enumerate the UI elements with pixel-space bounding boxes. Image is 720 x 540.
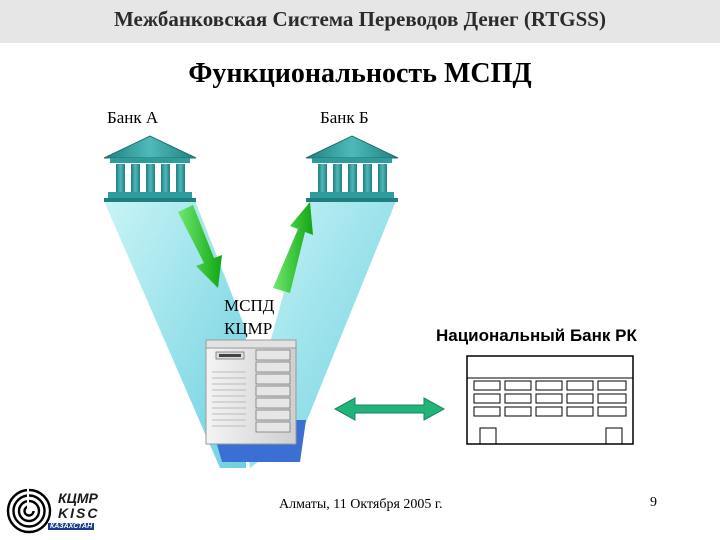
spiral-logo-icon: [6, 487, 53, 534]
double-arrow-center-national-bank: [333, 397, 446, 421]
page-number: 9: [650, 495, 657, 510]
slide-title: Функциональность МСПД: [188, 58, 532, 89]
kisc-logo: КЦМР KISC КАЗАХСТАН: [5, 487, 105, 535]
bank-b-label: Банк Б: [320, 108, 369, 127]
arrow-bank-a-to-center: [178, 205, 222, 288]
header-title: Межбанковская Система Переводов Денег (R…: [114, 7, 606, 31]
national-bank-icon: [466, 355, 634, 445]
bank-a-label: Банк А: [107, 108, 159, 127]
logo-line3: КАЗАХСТАН: [48, 523, 95, 530]
logo-line2: KISC: [58, 505, 100, 521]
logo-line1: КЦМР: [58, 490, 98, 506]
national-bank-label: Национальный Банк РК: [436, 326, 637, 345]
header-bar: Межбанковская Система Переводов Денег (R…: [0, 0, 720, 43]
center-label: МСПД КЦМР: [224, 294, 274, 340]
center-label-line1: МСПД: [224, 296, 275, 315]
bank-b-icon: [305, 135, 399, 202]
center-label-line2: КЦМР: [224, 319, 273, 338]
bank-a-icon: [103, 135, 197, 202]
arrow-center-to-bank-b: [273, 202, 313, 293]
footer-text: Алматы, 11 Октября 2005 г.: [279, 497, 443, 512]
server-icon: [205, 339, 297, 445]
